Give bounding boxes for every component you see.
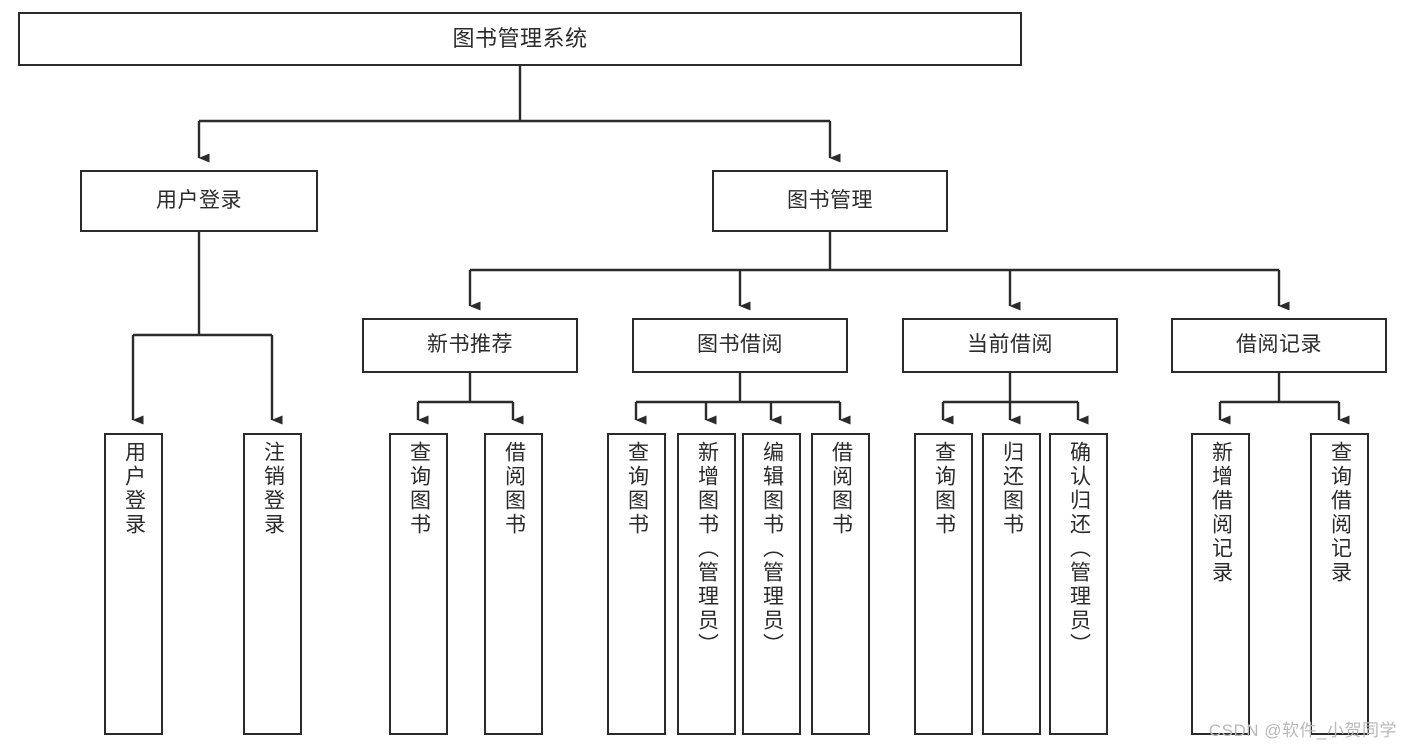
node-label: 查询图书 (932, 441, 956, 537)
node-leaf-query-book-borrow[interactable]: 查询图书 (607, 433, 666, 735)
node-label: 新增借阅记录 (1209, 441, 1233, 585)
node-leaf-user-login[interactable]: 用户登录 (104, 433, 163, 735)
node-leaf-borrow-book-recommend[interactable]: 借阅图书 (484, 433, 543, 735)
node-label: 借阅图书 (829, 441, 853, 537)
node-label: 图书管理系统 (452, 26, 588, 52)
node-user-login[interactable]: 用户登录 (80, 170, 318, 232)
node-root-system[interactable]: 图书管理系统 (18, 12, 1022, 66)
node-label: 当前借阅 (967, 333, 1053, 357)
node-label: 图书借阅 (697, 333, 783, 357)
node-leaf-confirm-return-admin[interactable]: 确认归还（管理员） (1049, 433, 1108, 735)
node-label: 借阅图书 (502, 441, 526, 537)
node-label: 注销登录 (261, 441, 285, 537)
node-leaf-query-borrow-record[interactable]: 查询借阅记录 (1310, 433, 1369, 735)
node-label: 用户登录 (156, 188, 242, 212)
node-leaf-add-book-admin[interactable]: 新增图书（管理员） (677, 433, 736, 735)
node-label: 借阅记录 (1236, 333, 1322, 357)
node-label: 用户登录 (122, 441, 146, 537)
csdn-watermark: CSDN @软件_小贺同学 (1208, 721, 1397, 740)
node-leaf-logout[interactable]: 注销登录 (243, 433, 302, 735)
node-book-borrow[interactable]: 图书借阅 (632, 318, 848, 373)
node-label: 新增图书（管理员） (695, 441, 719, 657)
node-label: 查询图书 (407, 441, 431, 537)
node-label: 归还图书 (1000, 441, 1024, 537)
node-leaf-borrow-book[interactable]: 借阅图书 (811, 433, 870, 735)
node-new-book-recommend[interactable]: 新书推荐 (362, 318, 578, 373)
node-leaf-return-book[interactable]: 归还图书 (982, 433, 1041, 735)
node-leaf-query-book-recommend[interactable]: 查询图书 (389, 433, 448, 735)
node-label: 查询借阅记录 (1328, 441, 1352, 585)
node-label: 新书推荐 (427, 333, 513, 357)
node-leaf-add-borrow-record[interactable]: 新增借阅记录 (1191, 433, 1250, 735)
node-leaf-edit-book-admin[interactable]: 编辑图书（管理员） (742, 433, 801, 735)
node-label: 查询图书 (625, 441, 649, 537)
node-current-borrow[interactable]: 当前借阅 (902, 318, 1118, 373)
node-label: 图书管理 (787, 188, 873, 212)
node-label: 编辑图书（管理员） (760, 441, 784, 657)
node-leaf-query-book-current[interactable]: 查询图书 (914, 433, 973, 735)
node-borrow-record[interactable]: 借阅记录 (1171, 318, 1387, 373)
node-label: 确认归还（管理员） (1067, 441, 1091, 657)
node-book-management[interactable]: 图书管理 (712, 170, 948, 232)
